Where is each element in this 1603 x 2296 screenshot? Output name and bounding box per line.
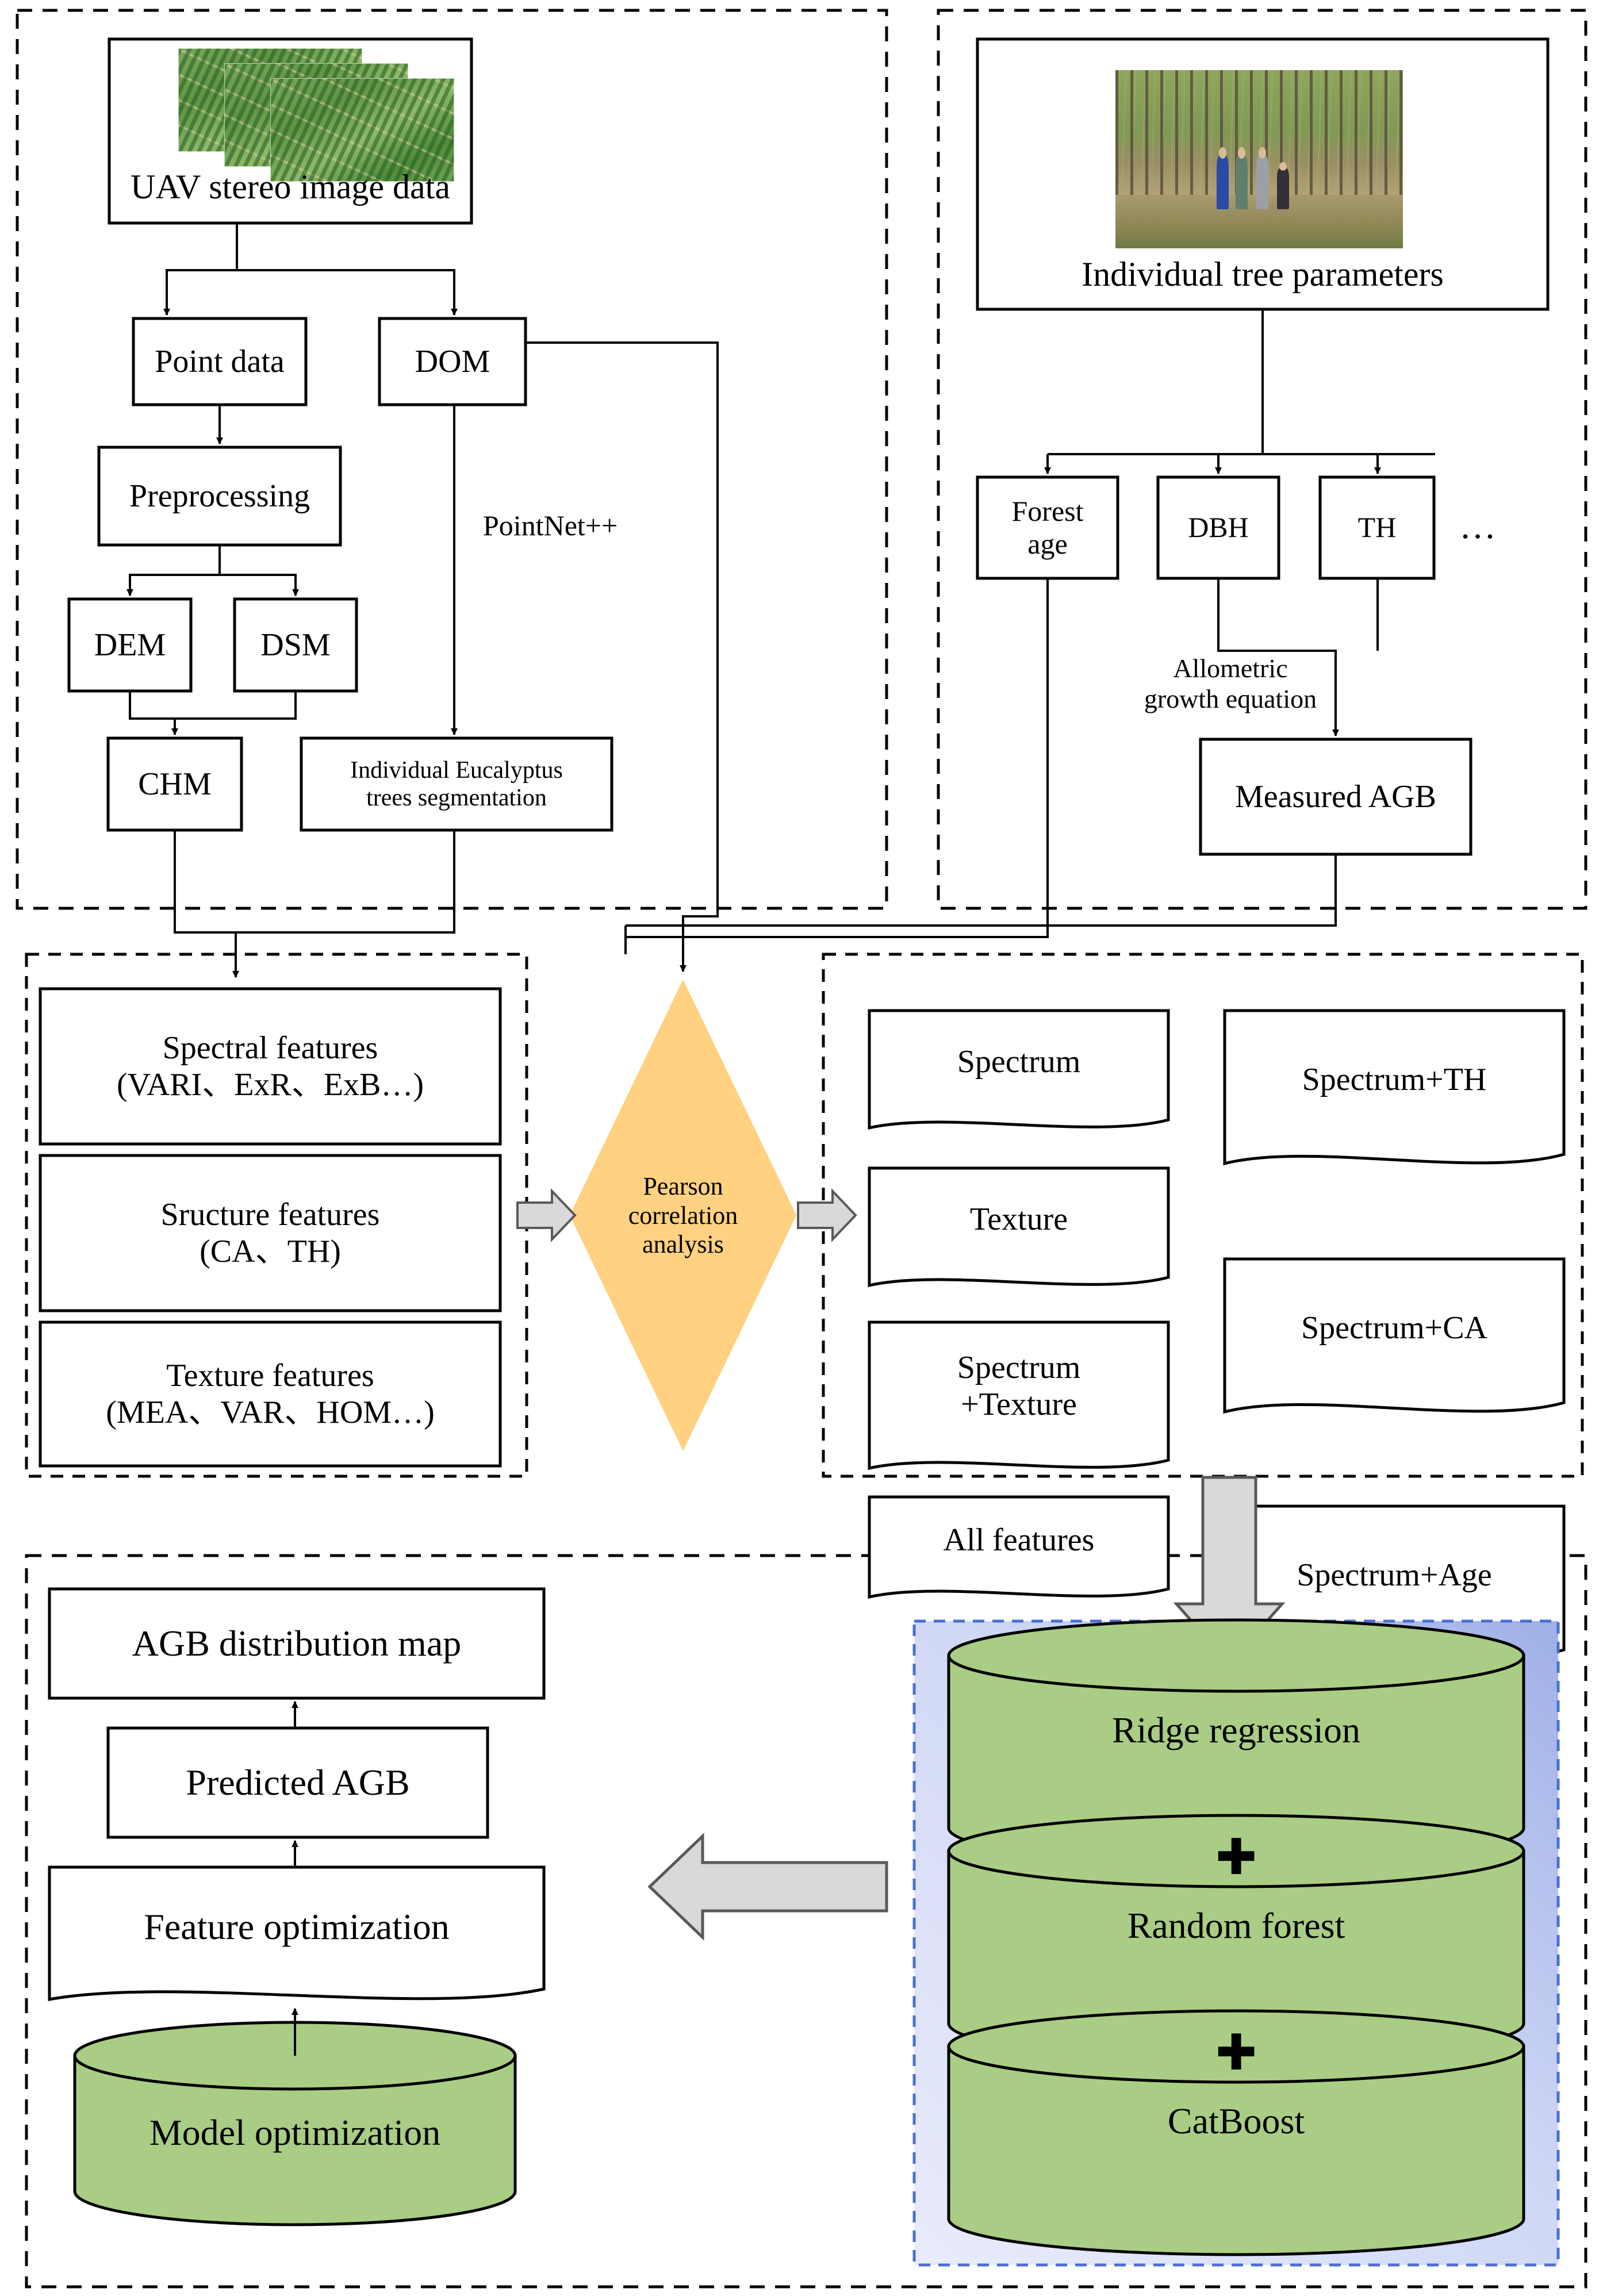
label-point-data: Point data [155, 343, 285, 379]
label-allometric: Allometric growth equation [1144, 654, 1317, 713]
label-dbh: DBH [1188, 511, 1249, 544]
panel-uav-acquisition [16, 9, 888, 910]
box-preprocessing [97, 446, 342, 547]
label-model-optimization: Model optimization [149, 2112, 441, 2153]
label-feature-optimization: Feature optimization [144, 1906, 450, 1948]
doc-spectrum-ca [1223, 1257, 1566, 1414]
doc-spectrum [868, 1009, 1170, 1130]
cylinder-catboost [947, 2009, 1525, 2256]
label-combination-spectrum-texture: Spectrum +Texture [957, 1349, 1081, 1422]
label-random-forest: Random forest [1127, 1905, 1345, 1946]
label-field-source: Individual tree parameters [1082, 255, 1444, 293]
label-combination-spectrum-th: Spectrum+TH [1302, 1061, 1487, 1097]
label-combination-spectrum-age: Spectrum+Age [1297, 1557, 1492, 1593]
diamond-pearson [569, 979, 797, 1452]
box-dsm [233, 597, 358, 693]
label-dsm: DSM [260, 627, 331, 663]
label-dom: DOM [415, 343, 490, 379]
arrow-features-to-pearson [516, 1188, 577, 1242]
label-agb-map: AGB distribution map [132, 1623, 462, 1664]
label-combination-spectrum: Spectrum [957, 1043, 1081, 1080]
label-th: TH [1357, 511, 1397, 544]
doc-texture [868, 1166, 1170, 1288]
label-chm: CHM [138, 766, 212, 802]
label-plus-operator-1: ✚ [1215, 1829, 1257, 1885]
label-measured-agb: Measured AGB [1235, 778, 1436, 815]
label-structure-features: Sructure features (CA、TH) [160, 1196, 380, 1269]
label-forest-age: Forest age [1011, 494, 1084, 560]
label-combination-texture: Texture [969, 1201, 1068, 1237]
label-plus-operator-2: ✚ [1215, 2025, 1257, 2080]
arrow-models-to-output [647, 1833, 888, 1941]
label-catboost: CatBoost [1167, 2101, 1305, 2142]
box-texture-features [39, 1320, 502, 1468]
label-texture-features: Texture features (MEA、VAR、HOM…) [106, 1357, 435, 1430]
label-ridge-regression: Ridge regression [1112, 1710, 1360, 1751]
label-combination-spectrum-ca: Spectrum+CA [1301, 1310, 1487, 1346]
box-dom [378, 317, 527, 406]
box-segmentation [300, 736, 613, 832]
label-dem: DEM [94, 627, 166, 663]
box-spectral-features [39, 987, 502, 1146]
box-forest-age [976, 475, 1119, 580]
panel-feature-extraction [25, 953, 528, 1478]
box-chm [106, 736, 243, 832]
arrow-pearson-to-combinations [797, 1188, 857, 1242]
label-pearson-analysis: Pearson correlation analysis [628, 1172, 738, 1259]
label-combination-all-features: All features [943, 1522, 1095, 1558]
box-dbh [1156, 475, 1280, 580]
doc-all-features [868, 1495, 1170, 1599]
eucalyptus-field-survey-photo [1115, 70, 1403, 248]
label-predicted-agb: Predicted AGB [186, 1762, 410, 1803]
box-th [1318, 475, 1436, 580]
label-field-ellipsis: … [1459, 505, 1496, 547]
doc-feature-optimization [48, 1865, 546, 2001]
box-agb-map [48, 1587, 546, 1700]
box-dem [67, 597, 193, 693]
cylinder-ridge-regression [947, 1618, 1525, 1865]
aerial-orchard-photo [270, 78, 454, 182]
box-predicted-agb [106, 1726, 489, 1839]
box-structure-features [39, 1154, 502, 1312]
cylinder-random-forest [947, 1814, 1525, 2061]
panel-field-measurement [937, 9, 1587, 910]
panel-modeling-output [25, 1554, 1587, 2289]
doc-spectrum-texture [868, 1320, 1170, 1470]
label-preprocessing: Preprocessing [129, 478, 310, 514]
label-uav-source: UAV stereo image data [131, 167, 450, 206]
label-spectral-features: Spectral features (VARI、ExR、ExB…) [116, 1030, 424, 1103]
label-pointnet: PointNet++ [483, 509, 618, 542]
label-segmentation: Individual Eucalyptus trees segmentation [350, 757, 563, 811]
doc-spectrum-th [1223, 1009, 1566, 1166]
box-measured-agb [1199, 738, 1472, 856]
